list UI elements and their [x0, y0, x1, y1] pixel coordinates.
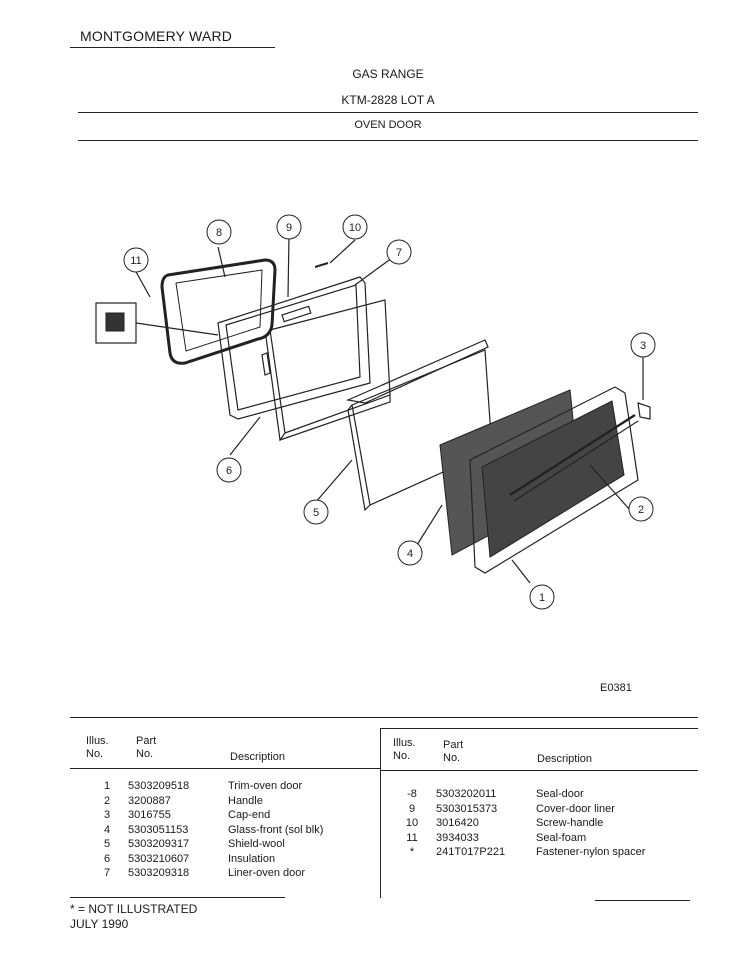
table-top-rule: [70, 717, 698, 718]
svg-text:10: 10: [349, 222, 361, 234]
handle-part: [509, 413, 636, 497]
svg-text:5: 5: [313, 507, 319, 519]
svg-text:8: 8: [216, 227, 222, 239]
screw-handle-part: [314, 262, 329, 268]
product-title: GAS RANGE: [352, 67, 424, 81]
callout-11: 11: [123, 247, 149, 273]
brand-title: MONTGOMERY WARD: [80, 28, 233, 44]
footer-rule-left: [70, 897, 285, 898]
model-number: KTM-2828 LOT A: [341, 93, 435, 107]
footer-rule-right: [595, 900, 690, 901]
table-divider: [380, 728, 381, 898]
section-title: OVEN DOOR: [354, 119, 422, 131]
seal-door-part: [160, 258, 277, 365]
svg-text:9: 9: [286, 222, 292, 234]
right-header-rule: [380, 770, 698, 771]
right-col-illus-header: Illus.No.: [393, 737, 416, 762]
left-col-desc-header: Description: [230, 751, 286, 763]
callout-5: 5: [303, 499, 329, 525]
svg-text:4: 4: [407, 548, 413, 560]
left-header-rule: [70, 768, 380, 769]
cap-end-part: [637, 402, 651, 420]
callout-7: 7: [386, 239, 412, 265]
not-illustrated-note: * = NOT ILLUSTRATED: [70, 902, 198, 916]
svg-text:2: 2: [638, 504, 644, 516]
callout-2: 2: [628, 496, 654, 522]
callout-9: 9: [276, 214, 302, 240]
svg-text:6: 6: [226, 465, 232, 477]
svg-text:1: 1: [539, 592, 545, 604]
table-top-rule-right: [380, 728, 698, 729]
brand-underline: [70, 47, 275, 48]
right-col-desc-header: Description: [537, 753, 593, 765]
svg-text:3: 3: [640, 340, 646, 352]
callout-4: 4: [397, 540, 423, 566]
callout-8: 8: [206, 219, 232, 245]
trim-oven-door-part: [469, 386, 639, 574]
seal-foam-part: [105, 312, 125, 332]
callout-3: 3: [630, 332, 656, 358]
callout-10: 10: [342, 214, 368, 240]
callout-1: 1: [529, 584, 555, 610]
exploded-diagram: 1 2 3 4 5 6 7 8 9 10 11: [95, 214, 656, 610]
header-divider-1: [78, 112, 698, 113]
callout-6: 6: [216, 457, 242, 483]
svg-text:11: 11: [130, 255, 141, 267]
header-divider-2: [78, 140, 698, 141]
svg-text:7: 7: [396, 247, 402, 259]
publication-date: JULY 1990: [70, 917, 129, 931]
liner-oven-door-part: [217, 276, 371, 420]
left-col-illus-header: Illus.No.: [86, 735, 109, 760]
diagram-code: E0381: [600, 682, 632, 694]
